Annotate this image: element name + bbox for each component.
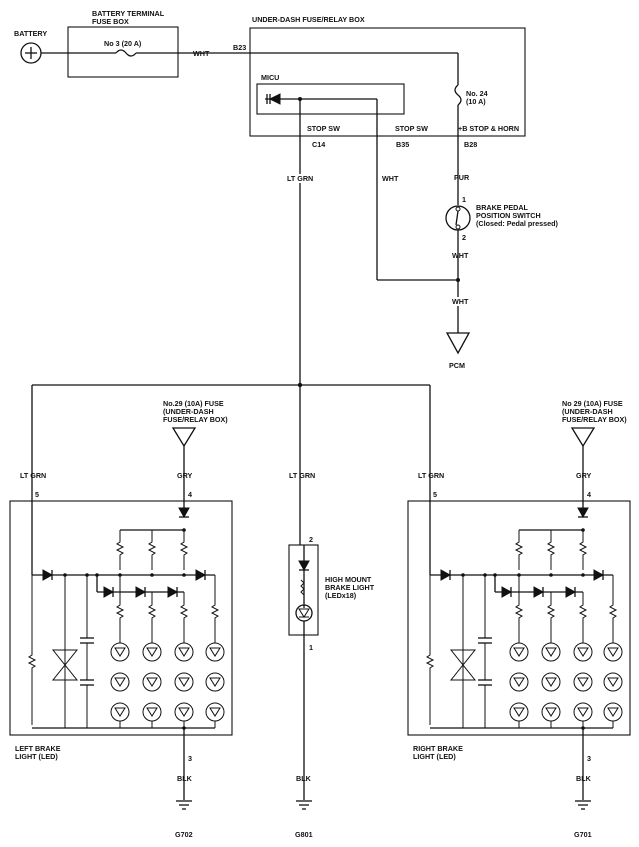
left-led-column-4 [205, 575, 225, 722]
c14-label: C14 [312, 140, 325, 149]
battery-label: BATTERY [14, 29, 47, 38]
pin-3-left: 3 [188, 754, 192, 763]
micu-label: MICU [261, 73, 279, 82]
blk-left-label: BLK [177, 774, 193, 783]
fuse-3-icon [115, 49, 137, 57]
brake-pedal-position-switch [445, 205, 471, 231]
bpps-label-1: BRAKE PEDAL [476, 203, 529, 212]
right-led-column-2 [541, 592, 561, 722]
bpps-pin-2: 2 [462, 233, 466, 242]
fuse-29-right-label-3: FUSE/RELAY BOX) [562, 415, 627, 424]
left-brake-light-label-2: LIGHT (LED) [15, 752, 58, 761]
bpps-label-3: (Closed: Pedal pressed) [476, 219, 558, 228]
high-mount-led-icon [295, 545, 313, 622]
bpps-label-2: POSITION SWITCH [476, 211, 541, 220]
fuse-24-icon [454, 84, 462, 106]
right-led-column-3 [573, 592, 593, 722]
pin-5-left: 5 [35, 490, 39, 499]
fuse-29-left-connector-icon [171, 427, 197, 448]
wht-switch-label: WHT [452, 251, 469, 260]
b23-label: B23 [233, 43, 246, 52]
fuse-29-left-label-3: FUSE/RELAY BOX) [163, 415, 228, 424]
fuse-3-label: No 3 (20 A) [104, 39, 142, 48]
b-stop-horn-label: +B STOP & HORN [458, 124, 519, 133]
b35-label: B35 [396, 140, 409, 149]
left-brake-light-label-1: LEFT BRAKE [15, 744, 61, 753]
pin-2-center: 2 [309, 535, 313, 544]
lt-grn-right-label: LT GRN [418, 471, 444, 480]
left-led-column-2 [142, 592, 162, 722]
battery-terminal-fuse-box-title-1: BATTERY TERMINAL [92, 9, 165, 18]
high-mount-label-3: (LEDx18) [325, 591, 357, 600]
wht-mid-label: WHT [382, 174, 399, 183]
wht-pcm-label: WHT [452, 297, 469, 306]
fuse-29-right-label-2: (UNDER-DASH [562, 407, 613, 416]
fuse-29-left-label-1: No.29 (10A) FUSE [163, 399, 224, 408]
pcm-label: PCM [449, 361, 465, 370]
gry-right-label: GRY [576, 471, 592, 480]
pin-5-right: 5 [433, 490, 437, 499]
high-mount-label-1: HIGH MOUNT [325, 575, 372, 584]
right-brake-light-box [407, 500, 631, 736]
wht-battery-label: WHT [193, 49, 210, 58]
pin-3-right: 3 [587, 754, 591, 763]
pin-1-center: 1 [309, 643, 313, 652]
pcm-connector-icon [445, 332, 471, 355]
fuse-24-label-1: No. 24 [466, 89, 488, 98]
right-brake-light-label-1: RIGHT BRAKE [413, 744, 463, 753]
pin-4-left: 4 [188, 490, 192, 499]
fuse-29-left-label-2: (UNDER-DASH [163, 407, 214, 416]
fuse-29-right-connector-icon [570, 427, 596, 448]
stop-sw-label-1: STOP SW [307, 124, 340, 133]
left-led-column-1 [110, 575, 130, 722]
right-led-column-4 [603, 575, 623, 722]
left-led-column-3 [174, 592, 194, 722]
g702-label: G702 [175, 830, 193, 839]
under-dash-fuse-relay-box-title: UNDER-DASH FUSE/RELAY BOX [252, 15, 365, 24]
b28-label: B28 [464, 140, 477, 149]
ground-icon-g701 [575, 800, 591, 810]
micu-diode-icon [265, 93, 300, 105]
gry-left-label: GRY [177, 471, 193, 480]
micu-box [256, 83, 405, 115]
lt-grn-top-label: LT GRN [287, 174, 313, 183]
high-mount-label-2: BRAKE LIGHT [325, 583, 375, 592]
g701-label: G701 [574, 830, 592, 839]
bpps-pin-1: 1 [462, 195, 466, 204]
right-brake-light-label-2: LIGHT (LED) [413, 752, 456, 761]
under-dash-fuse-relay-box [249, 27, 526, 137]
battery-symbol [20, 42, 42, 64]
battery-terminal-fuse-box-title-2: FUSE BOX [92, 17, 129, 26]
lt-grn-center-label: LT GRN [289, 471, 315, 480]
battery-terminal-fuse-box [67, 26, 179, 78]
stop-sw-label-2: STOP SW [395, 124, 428, 133]
ground-icon-g702 [176, 800, 192, 810]
right-led-column-1 [509, 575, 529, 722]
blk-right-label: BLK [576, 774, 592, 783]
fuse-29-right-label-1: No 29 (10A) FUSE [562, 399, 623, 408]
ground-icon-g801 [296, 800, 312, 810]
left-brake-light-box [9, 500, 233, 736]
pin-4-right: 4 [587, 490, 591, 499]
lt-grn-left-label: LT GRN [20, 471, 46, 480]
fuse-24-label-2: (10 A) [466, 97, 486, 106]
g801-label: G801 [295, 830, 313, 839]
blk-center-label: BLK [296, 774, 312, 783]
pur-label: PUR [454, 173, 470, 182]
